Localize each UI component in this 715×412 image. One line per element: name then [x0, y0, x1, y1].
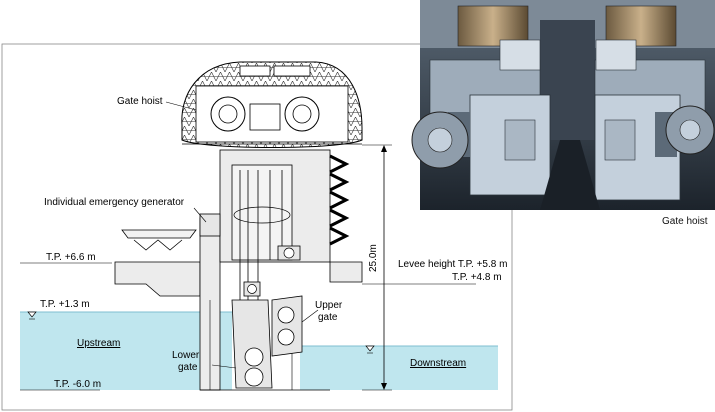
upstream-water — [20, 311, 232, 390]
hoist-housing — [181, 61, 363, 148]
upstream-label: Upstream — [77, 338, 120, 349]
height-dimension — [362, 144, 392, 391]
gate-guides — [231, 164, 301, 300]
water-level-marker-downstream — [365, 345, 375, 354]
gate-hoist-photo — [411, 0, 715, 210]
water-level-marker-upstream — [27, 311, 37, 320]
leader-lines — [165, 101, 319, 369]
tp-1-3-label: T.P. +1.3 m — [40, 299, 90, 310]
gate-hoist-label: Gate hoist — [117, 96, 163, 107]
stair-truss — [329, 154, 350, 246]
height-label: 25.0m — [368, 244, 379, 272]
photo-caption: Gate hoist — [662, 216, 708, 227]
tp-4-8-label: T.P. +4.8 m — [452, 272, 502, 283]
lower-gate-label-2: gate — [178, 362, 198, 373]
lower-gate-label-1: Lower — [172, 350, 200, 361]
tp-minus-6-label: T.P. -6.0 m — [54, 379, 101, 390]
level-lines — [20, 262, 476, 391]
upper-gate-label-2: gate — [318, 312, 338, 323]
emergency-generator-label: Individual emergency generator — [44, 197, 185, 208]
upper-gate — [271, 295, 303, 357]
tp-6-6-label: T.P. +6.6 m — [46, 252, 96, 263]
upper-gate-label-1: Upper — [315, 300, 343, 311]
emergency-generator — [121, 213, 221, 251]
downstream-water — [300, 345, 498, 390]
levee-height-label: Levee height T.P. +5.8 m — [398, 259, 507, 270]
lower-gate — [231, 299, 273, 389]
downstream-label: Downstream — [410, 358, 466, 369]
